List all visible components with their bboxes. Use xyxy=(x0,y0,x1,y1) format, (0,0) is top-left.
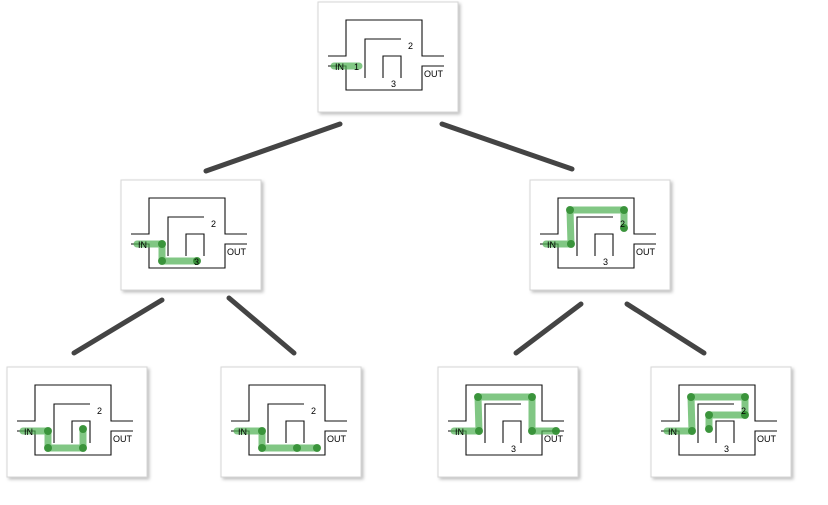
in-label: IN xyxy=(335,62,344,72)
junction-dot xyxy=(258,444,266,452)
junction-2-label: 2 xyxy=(408,41,413,51)
maze-wall xyxy=(285,420,305,443)
maze-wall xyxy=(540,197,656,235)
maze-wall xyxy=(484,403,521,443)
maze-wall xyxy=(231,384,347,422)
junction-dot xyxy=(475,427,483,435)
tree-nodes: INOUT123INOUT23INOUT23INOUT2INOUT2INOUT3… xyxy=(6,1,792,478)
edge-left-leftleft xyxy=(71,297,165,356)
junction-dot xyxy=(193,257,201,265)
maze-wall xyxy=(661,384,777,422)
junction-dot xyxy=(528,393,536,401)
maze-card xyxy=(529,179,671,291)
maze-node-right-left: IN OUT 3 xyxy=(437,366,579,478)
maze-wall xyxy=(17,384,133,422)
junction-dot xyxy=(705,411,713,419)
edge-left-leftright xyxy=(226,295,297,356)
maze-wall xyxy=(267,403,304,443)
in-label: IN xyxy=(668,427,677,437)
maze-wall xyxy=(364,38,401,78)
out-label: OUT xyxy=(424,69,444,79)
junction-dot xyxy=(687,393,695,401)
maze-node-right-right: IN OUT 2 3 xyxy=(650,366,792,478)
maze-wall xyxy=(715,420,735,443)
junction-3-label: 3 xyxy=(603,257,608,267)
maze-node-root: IN OUT 1 2 3 xyxy=(317,1,459,113)
maze-node-left-right: IN OUT 2 xyxy=(220,366,362,478)
junction-dot xyxy=(79,444,87,452)
junction-dot xyxy=(474,393,482,401)
junction-2-label: 2 xyxy=(97,406,102,416)
junction-3-label: 3 xyxy=(194,257,199,267)
in-label: IN xyxy=(455,427,464,437)
maze-wall xyxy=(131,197,247,235)
junction-3-label: 3 xyxy=(724,444,729,454)
edge-root-left xyxy=(203,121,343,174)
maze-wall xyxy=(167,216,204,256)
junction-2-label: 2 xyxy=(311,406,316,416)
maze-wall xyxy=(382,55,402,78)
junction-dot xyxy=(567,240,575,248)
junction-dot xyxy=(44,427,52,435)
in-label: IN xyxy=(238,427,247,437)
maze-wall xyxy=(71,420,91,443)
out-label: OUT xyxy=(227,247,247,257)
junction-dot xyxy=(44,444,52,452)
maze-card xyxy=(437,366,579,478)
maze-wall xyxy=(185,233,205,256)
edge-right-rightright xyxy=(624,301,707,356)
junction-1-label: 1 xyxy=(354,62,359,72)
maze-card xyxy=(650,366,792,478)
maze-node-left: IN OUT 2 3 xyxy=(120,179,262,291)
junction-dot xyxy=(158,240,166,248)
in-label: IN xyxy=(547,240,556,250)
junction-dot xyxy=(528,427,536,435)
maze-node-right: IN OUT 2 3 xyxy=(529,179,671,291)
out-label: OUT xyxy=(113,434,133,444)
junction-dot xyxy=(313,444,321,452)
edge-right-rightleft xyxy=(513,301,584,356)
out-label: OUT xyxy=(757,434,777,444)
maze-wall xyxy=(594,233,614,256)
junction-dot xyxy=(552,427,560,435)
maze-wall xyxy=(53,403,90,443)
in-label: IN xyxy=(138,240,147,250)
maze-card xyxy=(6,366,148,478)
maze-wall xyxy=(576,216,613,256)
junction-dot xyxy=(741,393,749,401)
junction-dot xyxy=(79,425,87,433)
junction-2-label: 2 xyxy=(211,219,216,229)
junction-2-label: 2 xyxy=(741,406,746,416)
junction-dot xyxy=(293,444,301,452)
junction-dot xyxy=(158,257,166,265)
maze-wall xyxy=(448,384,564,422)
junction-dot xyxy=(566,206,574,214)
junction-3-label: 3 xyxy=(391,79,396,89)
tree-edges xyxy=(71,121,707,356)
junction-dot xyxy=(620,206,628,214)
maze-wall xyxy=(328,19,444,57)
edge-root-right xyxy=(439,121,575,172)
maze-card xyxy=(220,366,362,478)
junction-dot xyxy=(258,427,266,435)
junction-dot xyxy=(688,427,696,435)
maze-wall xyxy=(697,403,734,443)
junction-dot xyxy=(620,224,628,232)
junction-dot xyxy=(741,411,749,419)
maze-card xyxy=(120,179,262,291)
in-label: IN xyxy=(24,427,33,437)
junction-dot xyxy=(705,425,713,433)
maze-wall xyxy=(502,420,522,443)
maze-card xyxy=(317,1,459,113)
out-label: OUT xyxy=(636,247,656,257)
out-label: OUT xyxy=(327,434,347,444)
out-label: OUT xyxy=(544,434,564,444)
explored-path xyxy=(133,240,201,265)
junction-2-label: 2 xyxy=(620,219,625,229)
junction-3-label: 3 xyxy=(511,444,516,454)
maze-node-left-left: IN OUT 2 xyxy=(6,366,148,478)
